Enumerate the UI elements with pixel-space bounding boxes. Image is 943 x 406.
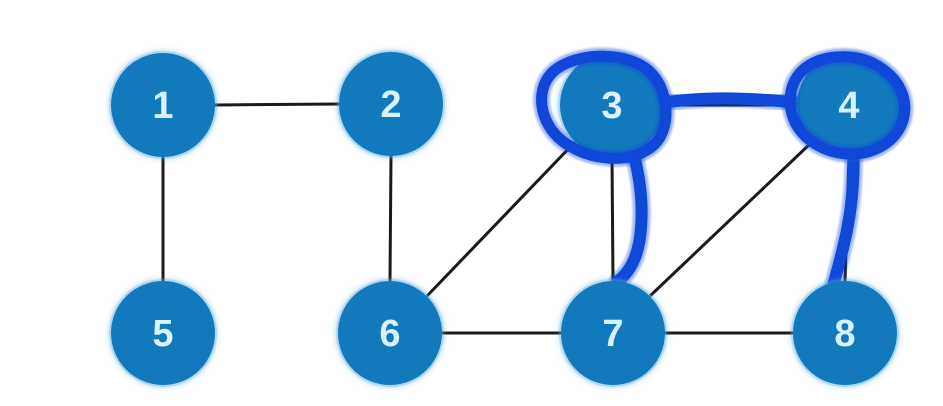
- graph-node-5[interactable]: [111, 281, 215, 385]
- annotation-circle-node-4-overlay: [784, 51, 911, 160]
- node-label-5: 5: [152, 313, 173, 355]
- node-label-3: 3: [601, 85, 622, 127]
- node-label-8: 8: [834, 313, 855, 355]
- graph-node-4[interactable]: [797, 53, 901, 157]
- node-labels-layer: 1 2 3 4 5 6 7 8: [152, 50, 911, 355]
- node-label-7: 7: [602, 313, 623, 355]
- node-label-1: 1: [152, 85, 173, 127]
- node-label-2: 2: [380, 84, 401, 126]
- graph-edge-2-6: [388, 155, 393, 282]
- nodes-layer: [109, 50, 903, 387]
- edges-layer: [161, 102, 851, 335]
- node-label-4: 4: [838, 85, 859, 127]
- graph-edge-4-7: [648, 140, 814, 298]
- graph-node-1[interactable]: [111, 53, 215, 157]
- annotation-circle-node-3-overlay: [536, 50, 672, 164]
- graph-edge-1-2: [214, 102, 340, 107]
- graph-node-2[interactable]: [339, 52, 443, 156]
- node-label-6: 6: [379, 313, 400, 355]
- graph-node-8[interactable]: [793, 281, 897, 385]
- graph-node-7[interactable]: [561, 281, 665, 385]
- graph-edge-3-6: [425, 140, 577, 298]
- graph-edge-3-7: [610, 156, 615, 282]
- graph-node-3[interactable]: [560, 53, 664, 157]
- graph-node-6[interactable]: [338, 281, 442, 385]
